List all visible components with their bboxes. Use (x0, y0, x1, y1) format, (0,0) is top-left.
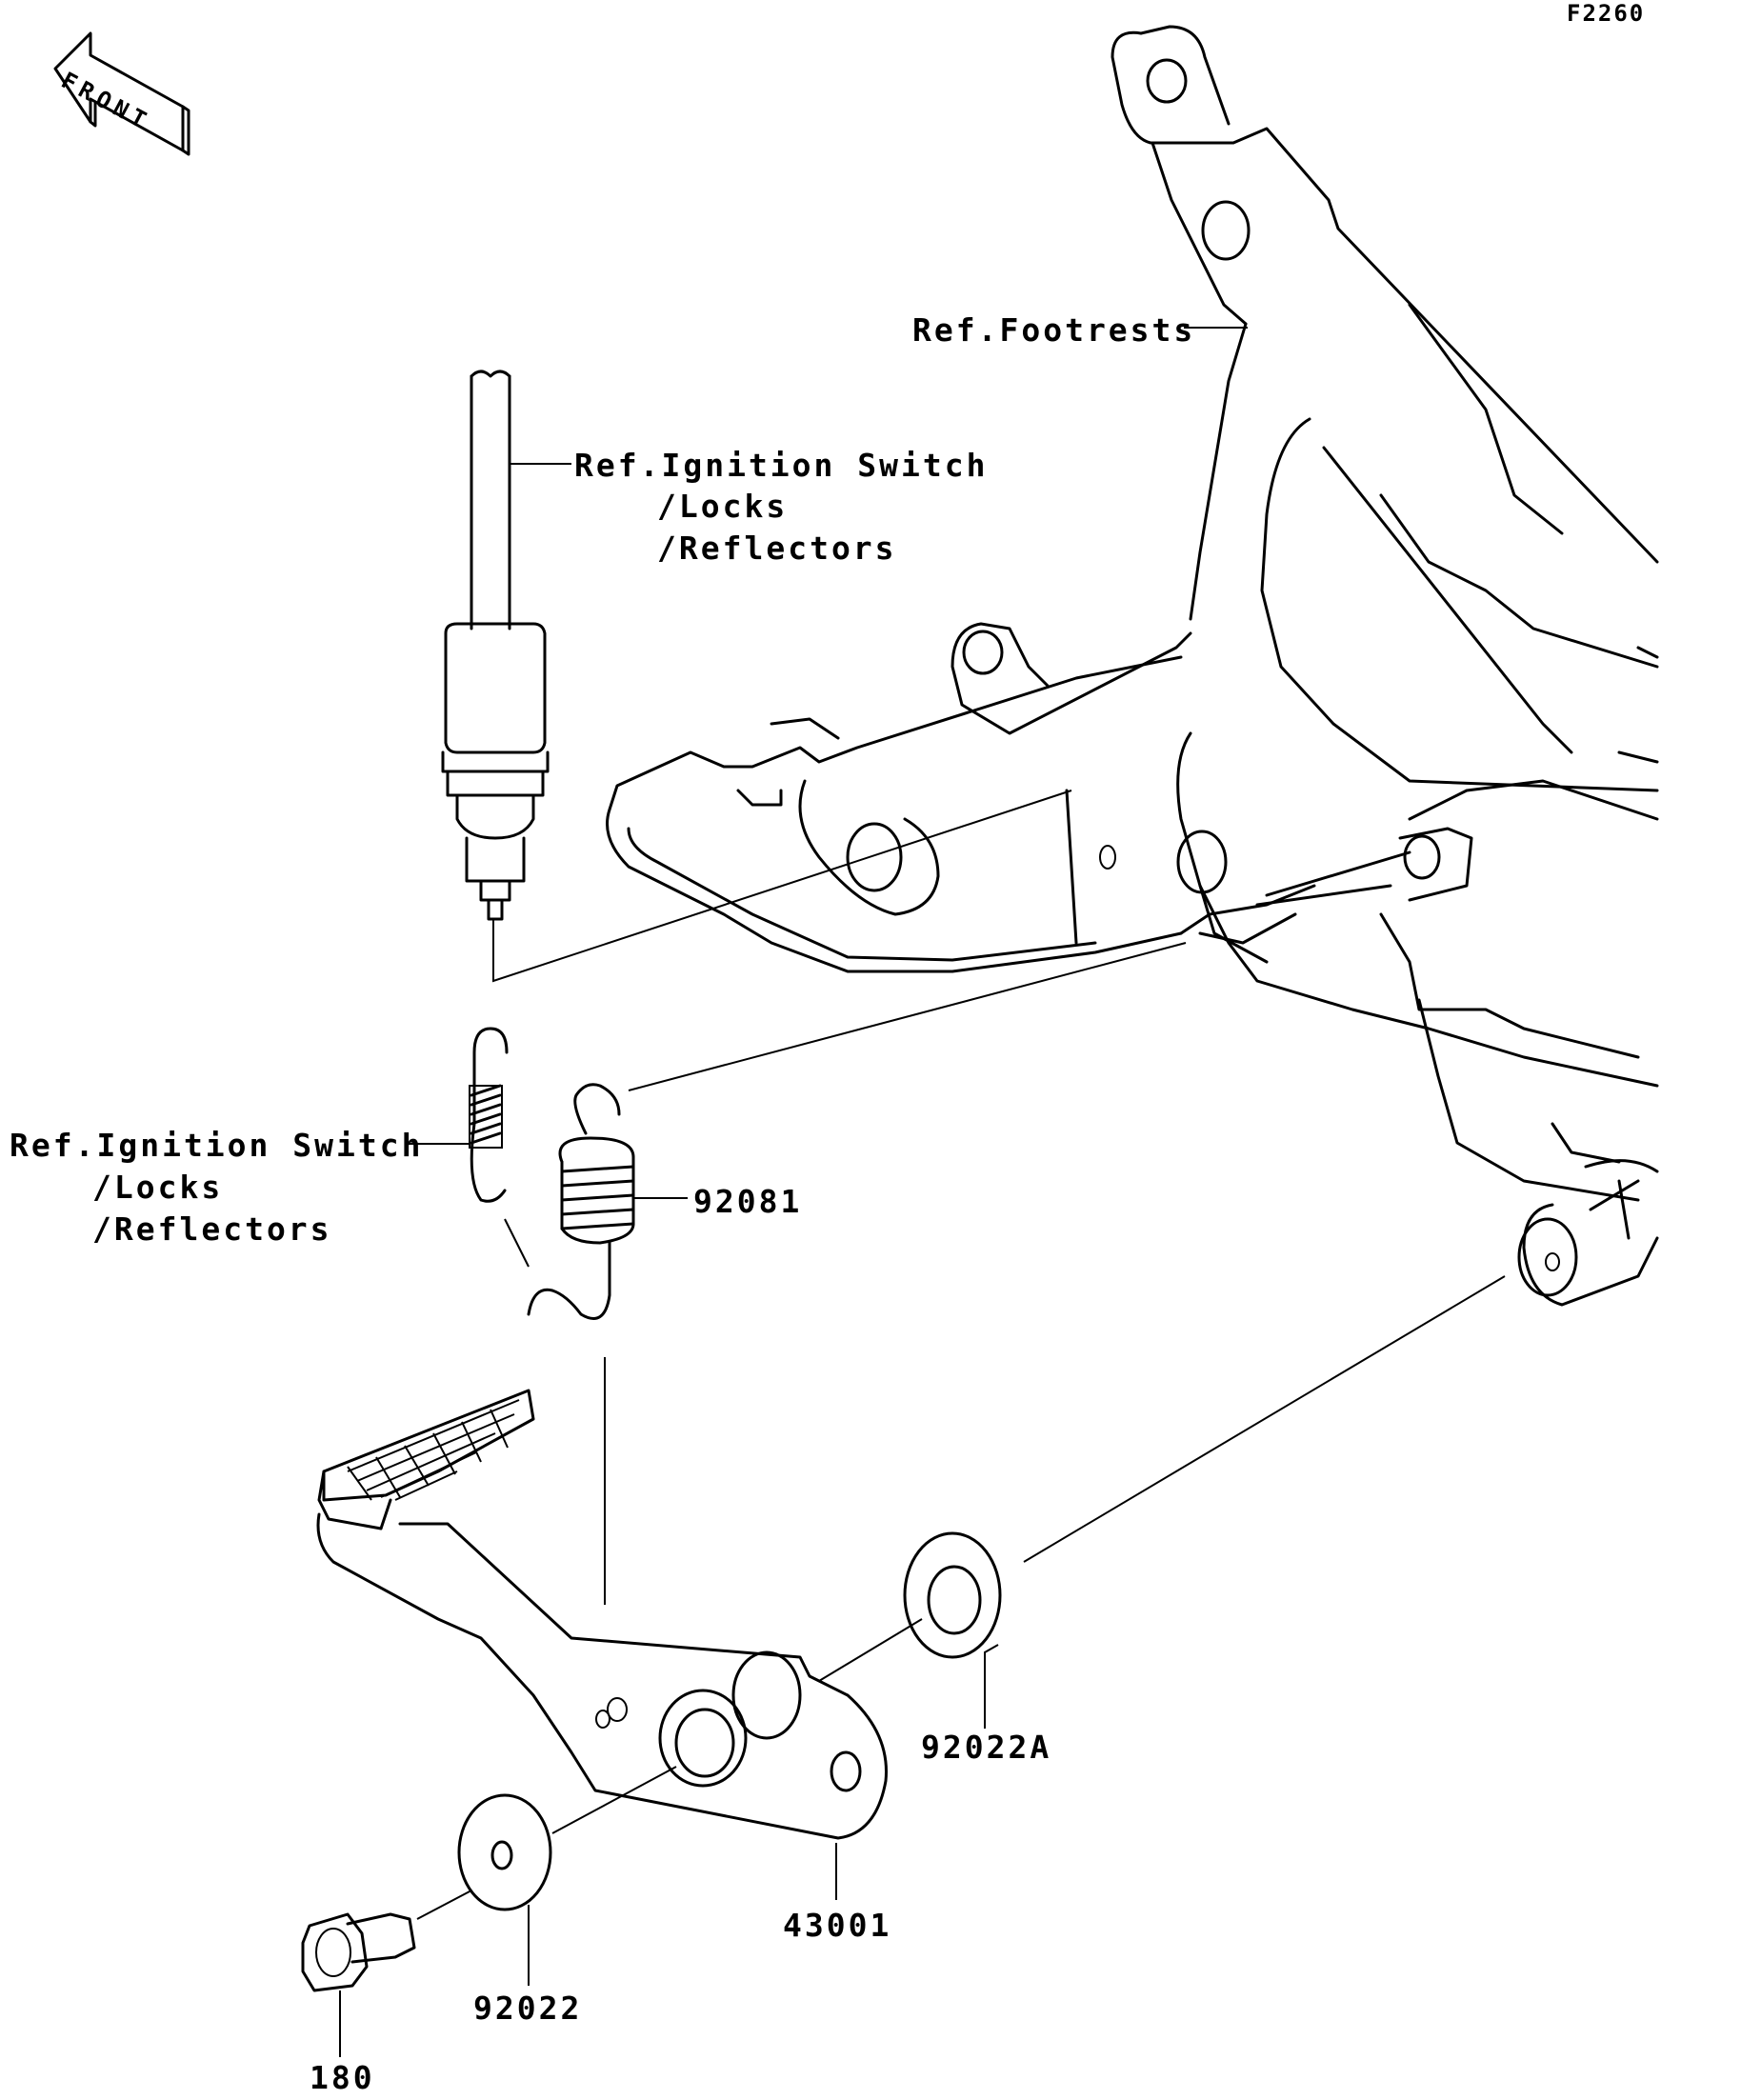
ref-ignition-left-line3: /Reflectors (92, 1210, 332, 1248)
return-spring-small (469, 1027, 509, 1203)
brake-light-switch (441, 370, 550, 921)
part-label-92081: 92081 (693, 1183, 803, 1220)
brake-pedal-43001 (316, 1389, 888, 1840)
part-label-92022: 92022 (473, 1990, 583, 2027)
ref-footrests-label: Ref.Footrests (912, 311, 1196, 349)
part-label-180: 180 (310, 2059, 375, 2096)
washer-92022a (903, 1531, 1002, 1659)
ref-ignition-left-line1: Ref.Ignition Switch (10, 1127, 424, 1164)
frame-bracket (1111, 25, 1659, 1202)
ref-ignition-left-line2: /Locks (92, 1169, 224, 1206)
ref-ignition-top-line3: /Reflectors (657, 530, 897, 567)
washer-92022 (457, 1793, 552, 1911)
pivot-shaft (1517, 1159, 1659, 1307)
ref-ignition-top-line2: /Locks (657, 488, 789, 525)
front-arrow-icon (53, 31, 190, 156)
part-label-43001: 43001 (783, 1907, 892, 1944)
ref-ignition-top-line1: Ref.Ignition Switch (574, 447, 989, 484)
brake-linkage (606, 622, 1473, 973)
spring-92081 (527, 1083, 635, 1320)
bolt-180 (301, 1912, 416, 1992)
leader-lines (339, 327, 1248, 2057)
part-label-92022a: 92022A (921, 1729, 1052, 1766)
assembly-lines (416, 790, 1506, 1920)
figure-code: F2260 (1567, 0, 1646, 27)
